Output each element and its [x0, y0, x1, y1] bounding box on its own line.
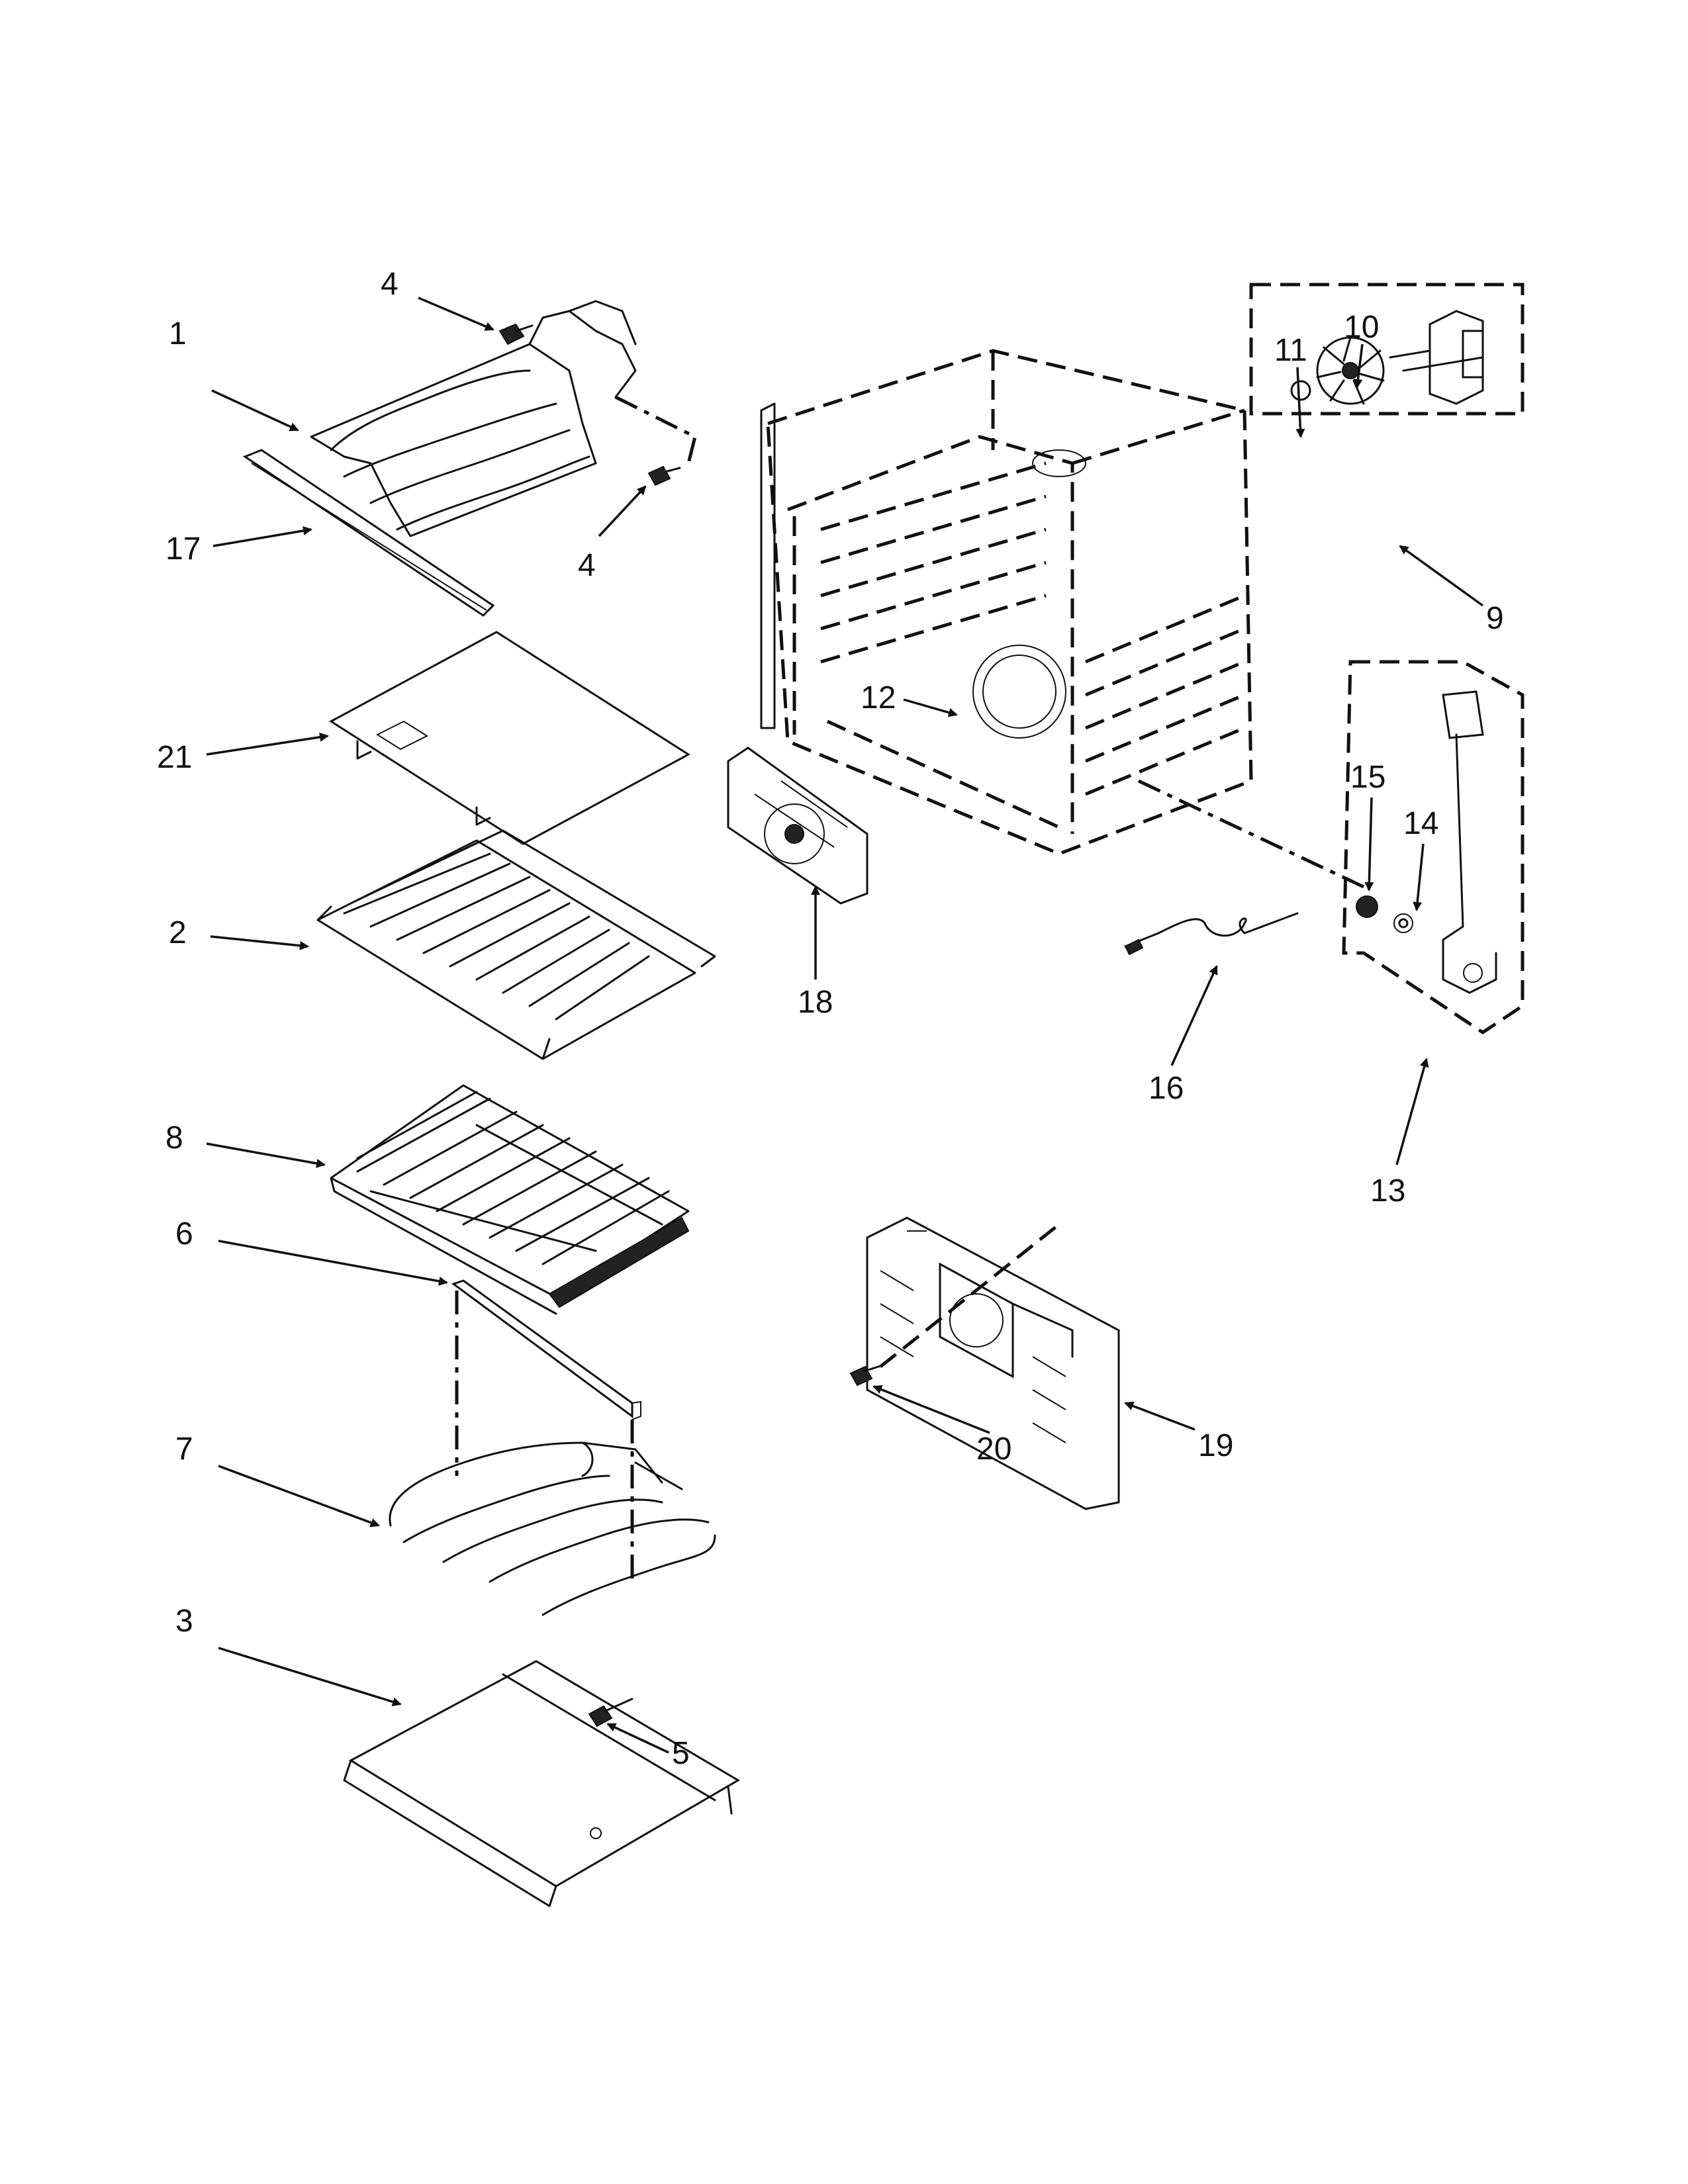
- callout-6: 6: [175, 1216, 448, 1286]
- callout-label-10: 10: [1344, 310, 1379, 345]
- part-screw-top: [498, 323, 534, 345]
- callout-label-9: 9: [1486, 601, 1504, 636]
- part-rear-panel: [866, 1216, 1120, 1510]
- callout-label-12: 12: [861, 680, 896, 715]
- callout-label-21: 21: [157, 740, 192, 775]
- callout-label-13: 13: [1370, 1173, 1405, 1208]
- callout-21: 21: [157, 732, 329, 775]
- callout-label-17: 17: [165, 531, 201, 567]
- callout-label-18: 18: [798, 985, 833, 1020]
- callout-13: 13: [1370, 1058, 1429, 1208]
- part-rear-screw: [849, 1365, 882, 1387]
- callout-label-2: 2: [169, 915, 187, 950]
- part-latch-assembly: [1342, 660, 1524, 1035]
- part-side-rail: [451, 1279, 641, 1420]
- callout-label-20: 20: [976, 1432, 1011, 1467]
- part-broil-element: [310, 300, 637, 537]
- callout-2: 2: [169, 915, 309, 950]
- callouts: 1 2 3 4 4 5 6 7: [157, 267, 1504, 1771]
- callout-label-3: 3: [175, 1604, 193, 1639]
- callout-20: 20: [872, 1385, 1011, 1467]
- callout-3: 3: [175, 1604, 402, 1707]
- callout-label-6: 6: [175, 1216, 193, 1251]
- callout-label-1: 1: [169, 316, 187, 351]
- callout-4-top: 4: [381, 267, 494, 331]
- part-oven-rack: [316, 829, 716, 1060]
- callout-label-7: 7: [175, 1432, 193, 1467]
- part-oven-cavity: [760, 349, 1253, 856]
- part-bottom-panel: [329, 631, 690, 845]
- part-lower-tray: [343, 1660, 740, 1907]
- callout-1: 1: [169, 316, 299, 432]
- callout-label-19: 19: [1198, 1428, 1233, 1463]
- callout-5: 5: [606, 1723, 690, 1771]
- callout-14: 14: [1403, 806, 1438, 911]
- part-sliding-rack: [330, 1084, 690, 1315]
- callout-label-11: 11: [1274, 333, 1307, 368]
- callout-10: 10: [1344, 310, 1379, 388]
- callout-label-4-top: 4: [381, 267, 399, 302]
- part-trim-strip: [242, 449, 495, 617]
- callout-label-16: 16: [1149, 1071, 1184, 1106]
- callout-8: 8: [165, 1120, 326, 1168]
- callout-label-8: 8: [165, 1120, 183, 1156]
- callout-label-14: 14: [1403, 806, 1438, 841]
- part-convection-fan-cover: [727, 747, 868, 905]
- part-bake-element: [389, 1441, 716, 1616]
- part-fan-motor-kit: [1249, 283, 1524, 416]
- callout-11: 11: [1274, 333, 1307, 438]
- callout-4-lower: 4: [578, 485, 647, 583]
- part-tray-screw: [588, 1698, 633, 1727]
- callout-7: 7: [175, 1432, 380, 1527]
- callout-16: 16: [1149, 965, 1218, 1106]
- callout-label-5: 5: [672, 1736, 690, 1771]
- callout-15: 15: [1350, 760, 1385, 891]
- callout-18: 18: [798, 886, 833, 1020]
- part-temperature-probe: [1124, 912, 1299, 956]
- callout-label-15: 15: [1350, 760, 1385, 795]
- callout-9: 9: [1399, 545, 1504, 636]
- callout-12: 12: [861, 680, 958, 717]
- callout-19: 19: [1124, 1401, 1233, 1463]
- part-screw-lower: [647, 465, 681, 486]
- callout-label-4-lower: 4: [578, 548, 596, 583]
- callout-17: 17: [165, 526, 312, 567]
